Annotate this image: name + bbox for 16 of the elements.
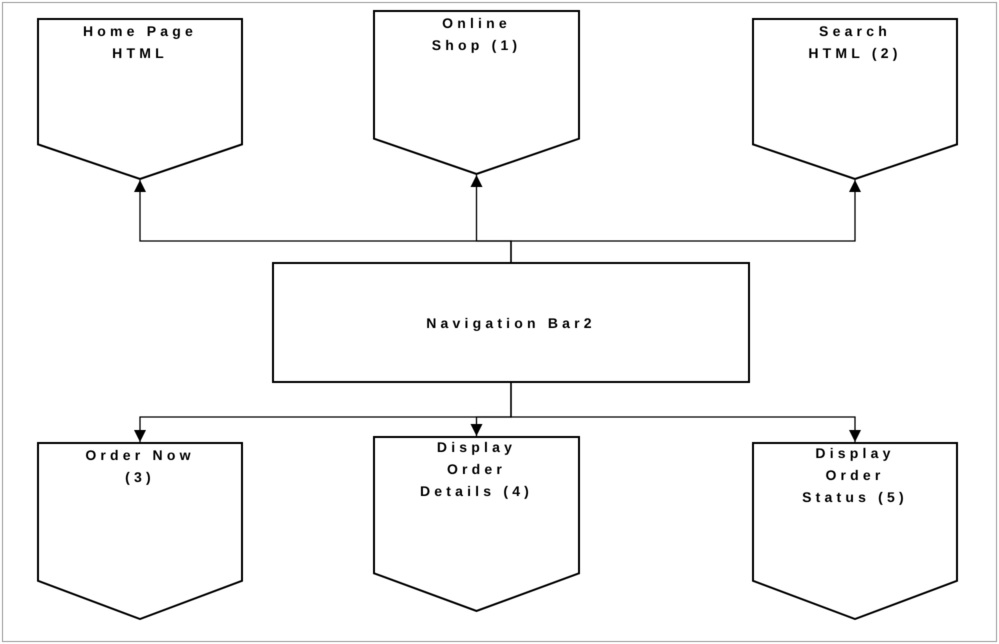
offpage-connector-shape [752, 442, 958, 620]
process-box [272, 262, 750, 383]
node-label: Search HTML (2) [807, 22, 903, 63]
offpage-connector-shape [752, 18, 958, 180]
offpage-connector-shape [37, 442, 243, 620]
node-label: Online Shop (1) [430, 14, 522, 55]
offpage-connector-shape [373, 10, 580, 175]
node-label: Home Page HTML [82, 22, 198, 63]
node-label: Order Now (3) [84, 446, 196, 487]
offpage-connector-shape [37, 18, 243, 180]
node-label: Display Order Status (5) [801, 444, 909, 507]
connector-arrow [510, 383, 861, 442]
connector-arrow [510, 180, 861, 262]
node-label: Display Order Details (4) [418, 438, 534, 501]
node-label: Navigation Bar2 [425, 314, 597, 333]
offpage-connector-shape [373, 436, 580, 612]
